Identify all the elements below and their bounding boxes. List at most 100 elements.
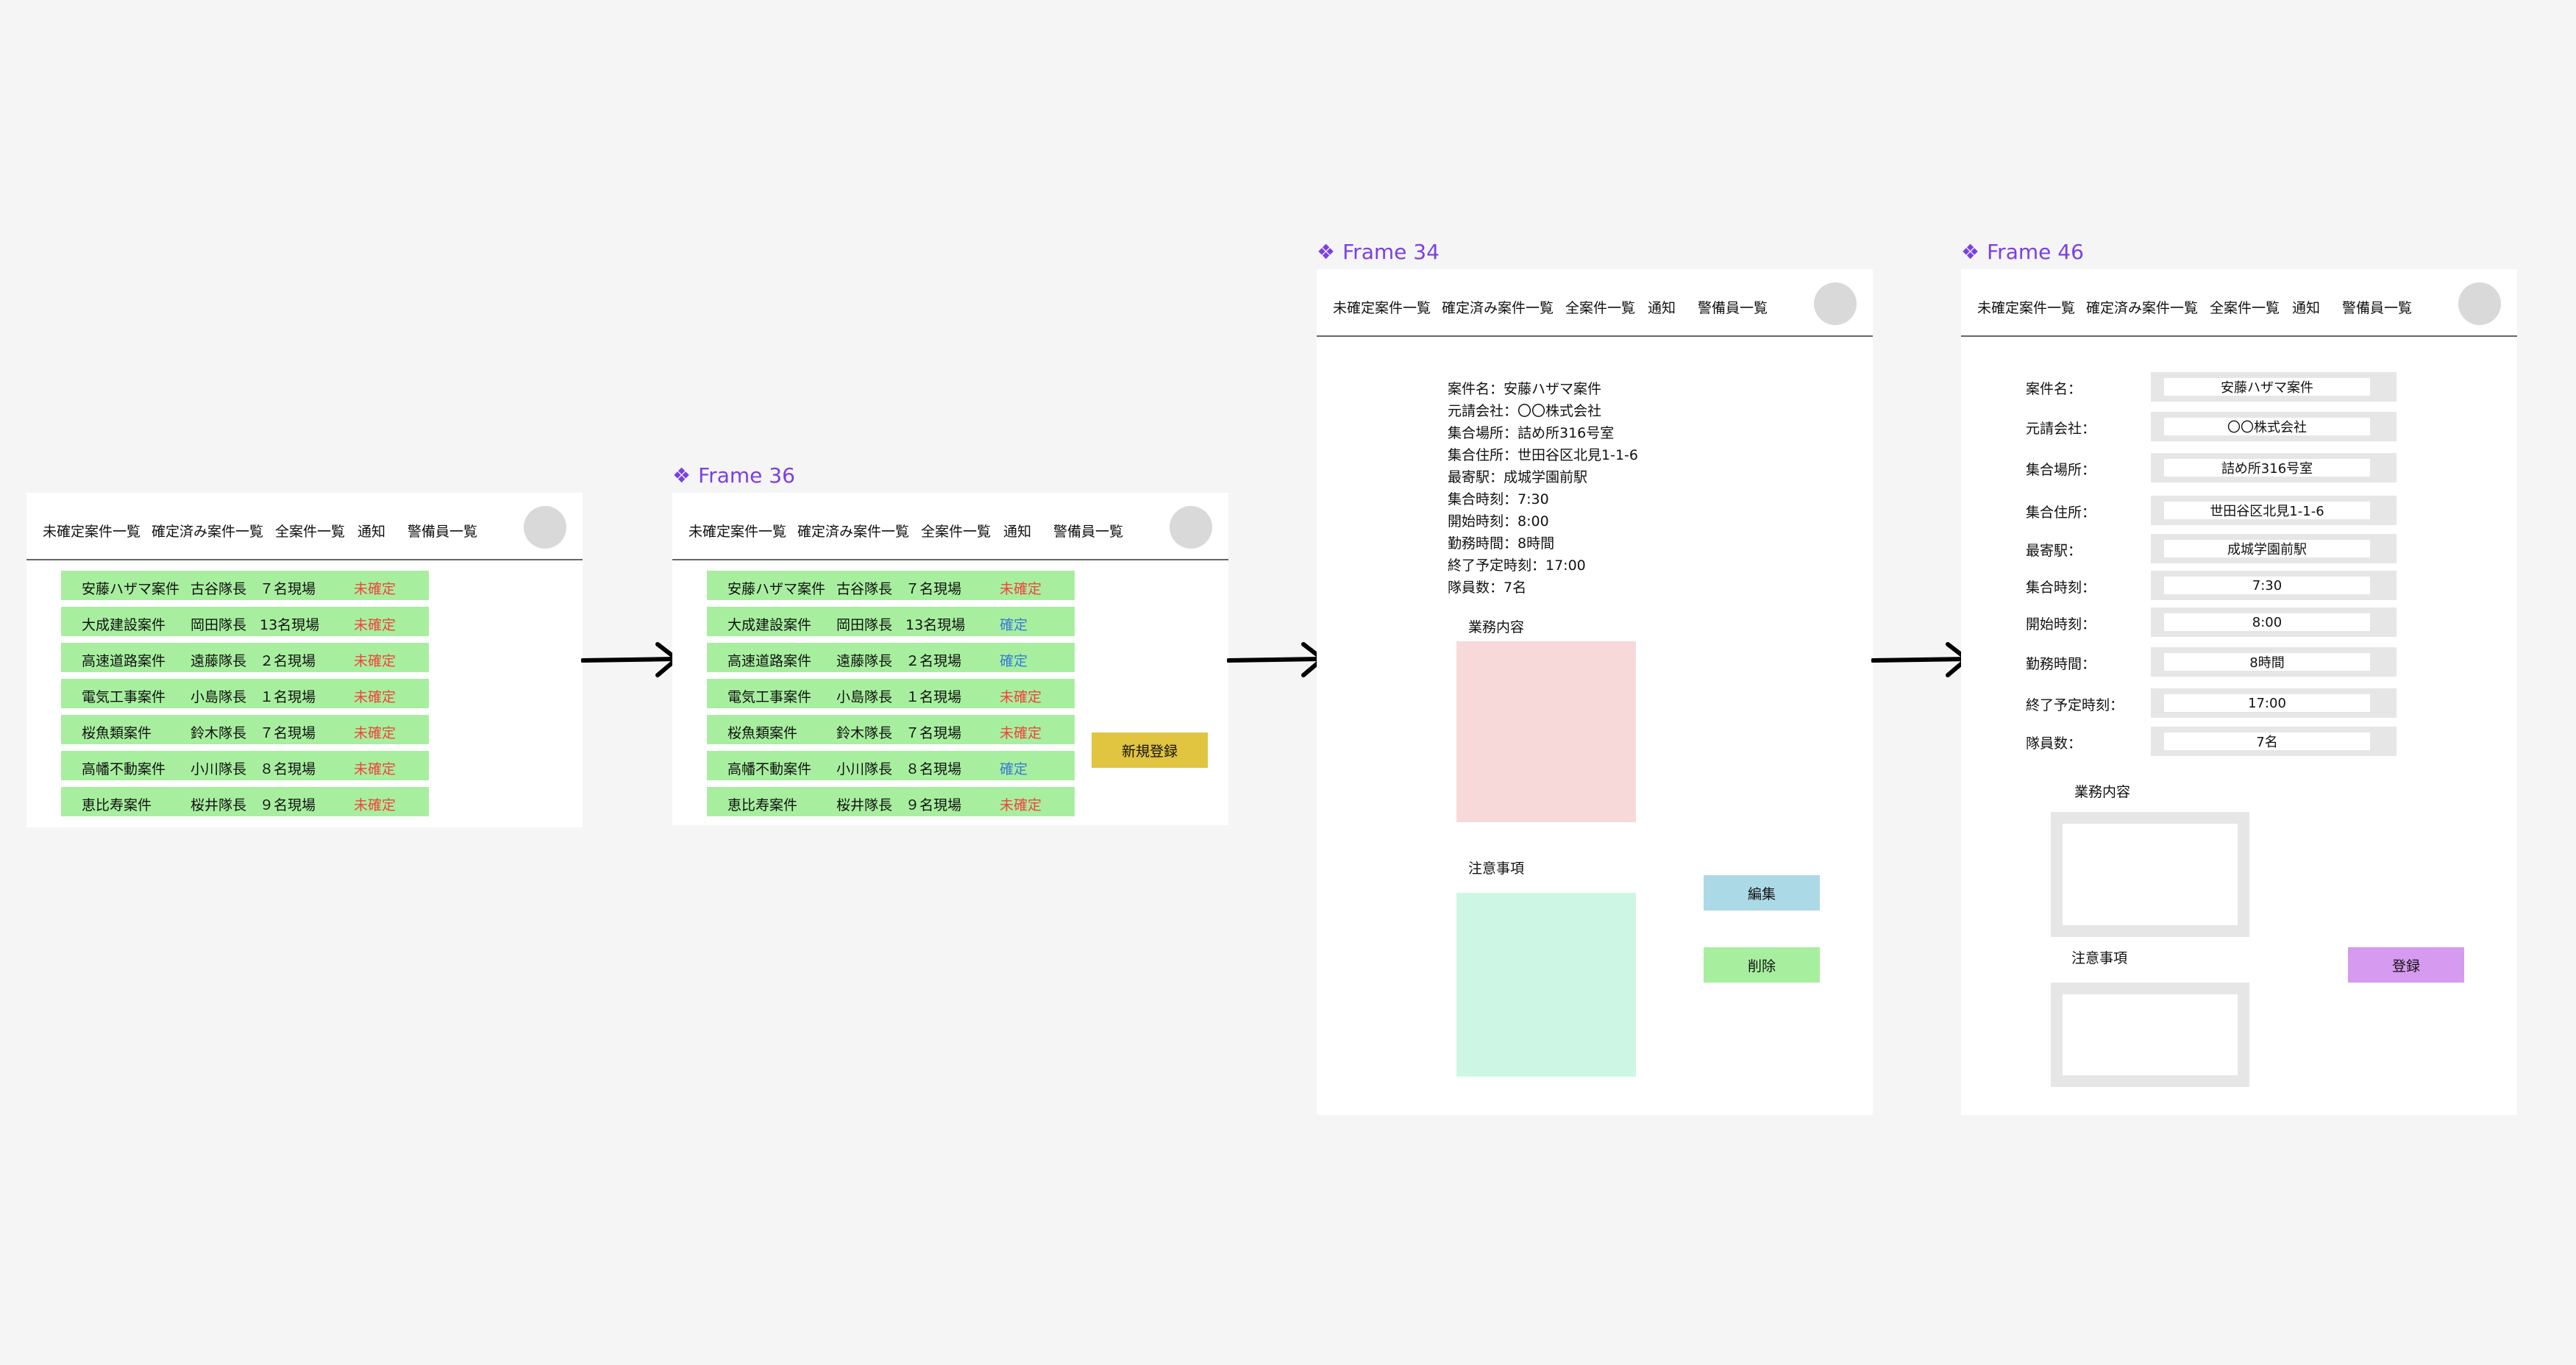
nav-notifications[interactable]: 通知	[2292, 300, 2321, 316]
nav-guards[interactable]: 警備員一覧	[408, 524, 478, 540]
case-name: 桜魚類案件	[82, 725, 152, 741]
detail-line: 勤務時間：8時間	[1448, 535, 1555, 552]
nav-unconfirmed-cases[interactable]: 未確定案件一覧	[1333, 300, 1431, 316]
nav-guards[interactable]: 警備員一覧	[1698, 300, 1768, 316]
field-input[interactable]: 世田谷区北見1-1-6	[2164, 502, 2370, 519]
avatar[interactable]	[1814, 282, 1857, 325]
form-field[interactable]: 〇〇株式会社	[2151, 412, 2397, 441]
nav-all-cases[interactable]: 全案件一覧	[2210, 300, 2280, 316]
nav-notifications[interactable]: 通知	[1648, 300, 1676, 316]
nav-confirmed-cases[interactable]: 確定済み案件一覧	[1442, 300, 1554, 316]
new-register-button[interactable]: 新規登録	[1092, 733, 1208, 768]
frame-34: 未確定案件一覧 確定済み案件一覧 全案件一覧 通知 警備員一覧 案件名：安藤ハザ…	[1317, 269, 1873, 1115]
nav-guards[interactable]: 警備員一覧	[1053, 524, 1124, 540]
form-field[interactable]: 7名	[2151, 727, 2397, 756]
form-field[interactable]: 17:00	[2151, 688, 2397, 718]
top-nav: 未確定案件一覧 確定済み案件一覧 全案件一覧 通知 警備員一覧	[672, 493, 1228, 560]
detail-line: 元請会社：〇〇株式会社	[1448, 403, 1602, 419]
field-input[interactable]: 8時間	[2164, 653, 2370, 671]
component-icon: ❖	[1961, 239, 1980, 264]
form-field[interactable]: 詰め所316号室	[2151, 453, 2397, 482]
notes-label: 注意事項	[2071, 950, 2128, 966]
case-status: 確定	[1000, 617, 1028, 633]
nav-all-cases[interactable]: 全案件一覧	[1565, 300, 1636, 316]
case-name: 電気工事案件	[727, 689, 812, 705]
case-sites: ８名現場	[260, 761, 316, 777]
case-name: 恵比寿案件	[82, 797, 152, 813]
detail-line: 集合時刻：7:30	[1448, 491, 1549, 507]
field-input[interactable]: 詰め所316号室	[2164, 459, 2370, 477]
avatar[interactable]	[1170, 506, 1212, 549]
form-field[interactable]: 7:30	[2151, 571, 2397, 600]
case-status: 確定	[1000, 653, 1028, 669]
nav-unconfirmed-cases[interactable]: 未確定案件一覧	[43, 524, 141, 540]
work-content-textarea[interactable]	[2051, 812, 2249, 937]
nav-confirmed-cases[interactable]: 確定済み案件一覧	[797, 524, 910, 540]
nav-guards[interactable]: 警備員一覧	[2342, 300, 2413, 316]
field-input[interactable]: 〇〇株式会社	[2164, 418, 2370, 435]
nav-all-cases[interactable]: 全案件一覧	[275, 524, 346, 540]
case-sites: ２名現場	[905, 653, 962, 669]
field-label: 元請会社：	[2026, 421, 2096, 437]
field-label: 最寄駅：	[2026, 543, 2082, 559]
field-label: 案件名：	[2026, 381, 2082, 397]
avatar[interactable]	[2458, 282, 2501, 325]
case-leader: 桜井隊長	[836, 797, 893, 813]
top-nav: 未確定案件一覧 確定済み案件一覧 全案件一覧 通知 警備員一覧	[26, 493, 583, 560]
form-field[interactable]: 安藤ハザマ案件	[2151, 372, 2397, 402]
frame-unconfirmed-list: 未確定案件一覧 確定済み案件一覧 全案件一覧 通知 警備員一覧 安藤ハザマ案件古…	[26, 493, 583, 827]
delete-button[interactable]: 削除	[1704, 947, 1820, 983]
arrow-right-icon	[1227, 642, 1325, 677]
form-field[interactable]: 8時間	[2151, 647, 2397, 677]
form-field[interactable]: 世田谷区北見1-1-6	[2151, 496, 2397, 525]
nav-notifications[interactable]: 通知	[1003, 524, 1032, 540]
nav-notifications[interactable]: 通知	[357, 524, 386, 540]
case-leader: 小島隊長	[836, 689, 893, 705]
case-leader: 遠藤隊長	[191, 653, 247, 669]
frame-36: 未確定案件一覧 確定済み案件一覧 全案件一覧 通知 警備員一覧 安藤ハザマ案件古…	[672, 493, 1228, 825]
field-label: 集合時刻：	[2026, 580, 2096, 596]
notes-textarea[interactable]	[2051, 983, 2249, 1087]
detail-line: 集合住所：世田谷区北見1-1-6	[1448, 447, 1638, 463]
field-input[interactable]: 7名	[2164, 733, 2370, 750]
field-input[interactable]: 7:30	[2164, 577, 2370, 594]
field-input[interactable]: 安藤ハザマ案件	[2164, 378, 2370, 396]
field-label: 勤務時間：	[2026, 656, 2096, 672]
field-input[interactable]: 成城学園前駅	[2164, 540, 2370, 557]
avatar[interactable]	[524, 506, 566, 549]
work-content-input[interactable]	[2063, 824, 2238, 925]
detail-line: 集合場所：詰め所316号室	[1448, 425, 1615, 441]
case-leader: 鈴木隊長	[836, 725, 893, 741]
nav-confirmed-cases[interactable]: 確定済み案件一覧	[2086, 300, 2199, 316]
frame-46-title: Frame 46	[1987, 240, 2084, 264]
register-button[interactable]: 登録	[2348, 947, 2464, 983]
notes-input[interactable]	[2063, 994, 2238, 1075]
case-leader: 遠藤隊長	[836, 653, 893, 669]
nav-confirmed-cases[interactable]: 確定済み案件一覧	[152, 524, 264, 540]
nav-all-cases[interactable]: 全案件一覧	[921, 524, 992, 540]
form-field[interactable]: 成城学園前駅	[2151, 534, 2397, 563]
form-field[interactable]: 8:00	[2151, 607, 2397, 637]
case-sites: ９名現場	[905, 797, 962, 813]
field-label: 集合場所：	[2026, 462, 2096, 478]
edit-button[interactable]: 編集	[1704, 875, 1820, 910]
field-input[interactable]: 17:00	[2164, 694, 2370, 712]
nav-unconfirmed-cases[interactable]: 未確定案件一覧	[689, 524, 787, 540]
top-nav: 未確定案件一覧 確定済み案件一覧 全案件一覧 通知 警備員一覧	[1961, 269, 2517, 337]
field-input[interactable]: 8:00	[2164, 613, 2370, 631]
nav-unconfirmed-cases[interactable]: 未確定案件一覧	[1977, 300, 2076, 316]
